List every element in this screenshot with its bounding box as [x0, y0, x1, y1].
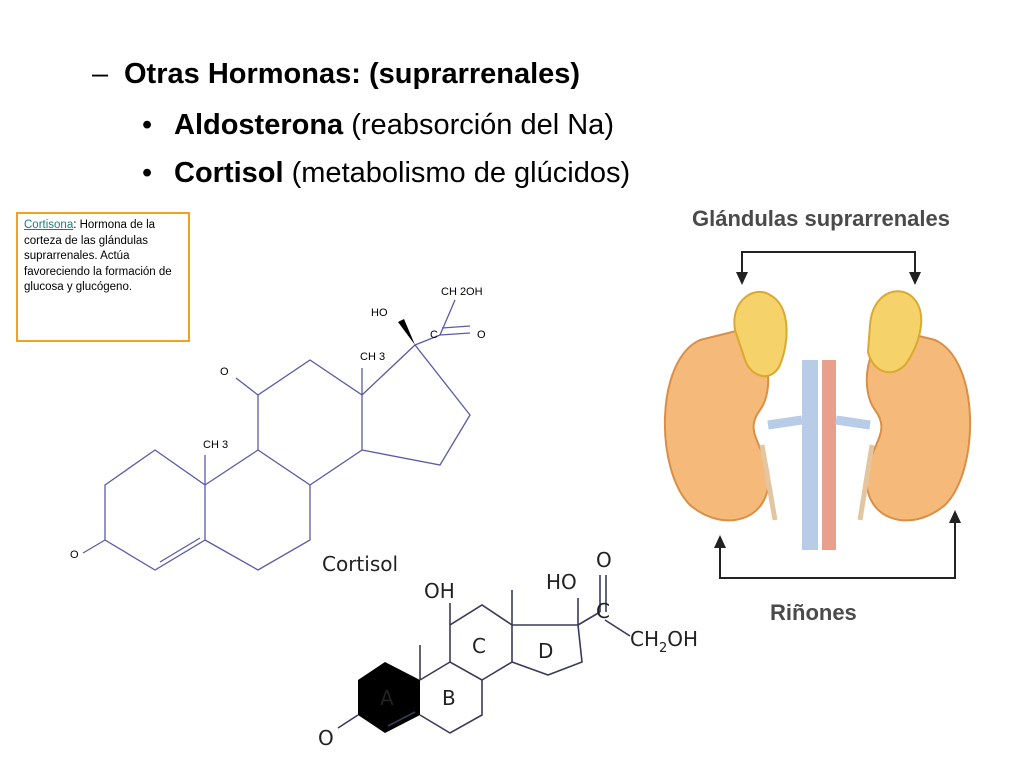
cortisone-ch2oh-label: CH 2OH [441, 286, 483, 298]
kidneys-label: Riñones [770, 600, 857, 625]
bullet-mark: • [142, 109, 153, 141]
bullet-cortisol: • Cortisol (metabolismo de glúcidos) [142, 157, 630, 190]
cortisol-title: Cortisol [322, 552, 398, 576]
cortisone-ch3-mid-label: CH 3 [203, 439, 228, 451]
cortisol-ch2oh-label: CH2OH [630, 627, 698, 656]
wedge-bond [398, 319, 415, 345]
cortisona-note: Cortisona: Hormona de la corteza de las … [16, 212, 190, 342]
ring-c-label: C [472, 634, 486, 658]
cortisona-link[interactable]: Cortisona [24, 219, 74, 231]
cortisol-oh-label: OH [424, 579, 455, 603]
bullet-heading: –Otras Hormonas: (suprarrenales) [92, 58, 580, 91]
bullet-mark: • [142, 157, 153, 189]
left-kidney [663, 328, 770, 522]
left-adrenal-gland [733, 290, 788, 378]
ring-a-label: A [380, 686, 394, 710]
cortisone-o-bottom-label: O [70, 549, 79, 561]
cortisone-o-ring-label: O [220, 366, 229, 378]
cortisol-structure [337, 575, 631, 734]
cortisone-ho-label: HO [371, 307, 388, 319]
adrenal-glands-label: Glándulas suprarrenales [692, 206, 950, 231]
cortisol-o-top-label: O [596, 548, 612, 572]
cortisona-note-text: : Hormona de la corteza de las glándulas… [24, 219, 172, 294]
aldosterona-term: Aldosterona [174, 109, 344, 141]
aorta [822, 360, 836, 550]
cortisol-o-bottom-label: O [318, 726, 334, 750]
cortisol-c-label: C [596, 599, 610, 623]
kidney-illustration: Glándulas suprarrenales Riñones [663, 206, 972, 625]
aldosterona-desc: (reabsorción del Na) [343, 109, 614, 141]
ring-b-label: B [442, 686, 456, 710]
right-adrenal-gland [866, 290, 923, 374]
cortisone-c-label: C [430, 329, 438, 341]
cortisone-o-keto-label: O [477, 329, 486, 341]
vena-cava [802, 360, 818, 550]
cortisol-desc: (metabolismo de glúcidos) [283, 157, 631, 189]
right-kidney [865, 328, 972, 522]
heading-text: Otras Hormonas: (suprarrenales) [124, 58, 581, 90]
cortisol-ho-label: HO [546, 570, 577, 594]
ring-d-label: D [538, 639, 553, 663]
dash-mark: – [92, 58, 109, 90]
bullet-aldosterona: • Aldosterona (reabsorción del Na) [142, 109, 614, 142]
cortisone-ch3-top-label: CH 3 [360, 351, 385, 363]
cortisone-structure [82, 299, 471, 571]
cortisol-term: Cortisol [174, 157, 284, 189]
